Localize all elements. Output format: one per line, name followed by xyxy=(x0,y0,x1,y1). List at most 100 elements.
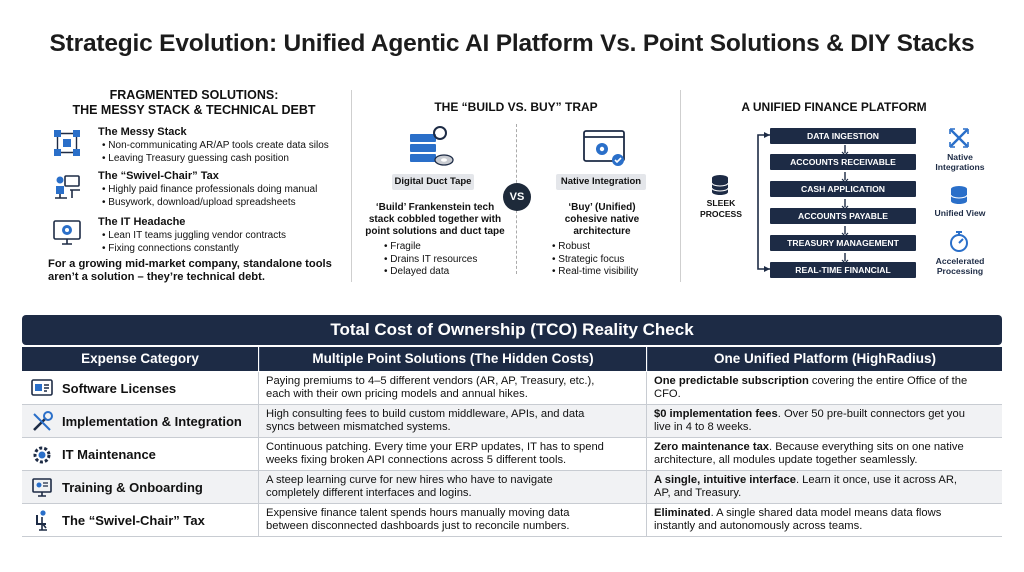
stopwatch-icon xyxy=(950,231,968,252)
unified-heading: A UNIFIED FINANCE PLATFORM xyxy=(741,100,927,114)
buy-desc-line3: architecture xyxy=(573,226,631,237)
bullet: Robust xyxy=(552,241,638,254)
unified-panel: A UNIFIED FINANCE PLATFORM SLEEK PROCESS… xyxy=(684,88,1014,291)
license-icon xyxy=(31,379,53,396)
step-accounts-receivable: ACCOUNTS RECEIVABLE xyxy=(770,154,916,170)
gear-monitor-icon xyxy=(53,220,81,245)
table-row: Software Licenses Paying premiums to 4–5… xyxy=(22,372,1002,405)
feature-line1: Unified View xyxy=(934,208,986,218)
step-data-ingestion: DATA INGESTION xyxy=(770,128,916,144)
buy-desc-line1: ‘Buy’ (Unified) xyxy=(568,202,636,213)
unified-line1: . A single shared data model means data … xyxy=(710,507,942,519)
messy-stack-bullets: Non-communicating AR/AP tools create dat… xyxy=(102,140,352,165)
category-label: Implementation & Integration xyxy=(62,414,242,429)
unified-line1: . Over 50 pre-built connectors get you xyxy=(777,408,965,420)
build-vs-buy-heading: THE “BUILD VS. BUY” TRAP xyxy=(434,100,598,114)
fragmented-panel: FRAGMENTED SOLUTIONS: THE MESSY STACK & … xyxy=(44,88,344,284)
point-line2: between disconnected dashboards just to … xyxy=(266,520,570,532)
fragmented-heading-line1: FRAGMENTED SOLUTIONS: xyxy=(109,88,279,102)
bullet: Highly paid finance professionals doing … xyxy=(102,184,352,197)
buy-bullets: Robust Strategic focus Real-time visibil… xyxy=(552,241,638,279)
buy-tag: Native Integration xyxy=(556,174,646,190)
bullet: Strategic focus xyxy=(552,254,638,267)
bullet: Fixing connections constantly xyxy=(102,243,352,256)
table-row: Implementation & Integration High consul… xyxy=(22,405,1002,438)
unified-cost-text: Eliminated. A single shared data model m… xyxy=(654,507,1000,533)
swivel-chair-icon xyxy=(55,175,80,199)
unified-cost-text: Zero maintenance tax. Because everything… xyxy=(654,441,1000,467)
category-cell: IT Maintenance xyxy=(22,438,258,471)
it-headache-title: The IT Headache xyxy=(98,216,186,228)
unified-cost-cell: Eliminated. A single shared data model m… xyxy=(646,504,1002,537)
flow-arrows xyxy=(757,132,770,272)
unified-line2: CFO. xyxy=(654,388,681,400)
tco-heading: Total Cost of Ownership (TCO) Reality Ch… xyxy=(22,315,1002,345)
point-line1: A steep learning curve for new hires who… xyxy=(266,474,553,486)
unified-line2: AP, and Treasury. xyxy=(654,487,742,499)
bullet: Leaving Treasury guessing cash position xyxy=(102,153,352,166)
col-header-expense: Expense Category xyxy=(22,347,258,371)
unified-cost-cell: One predictable subscription covering th… xyxy=(646,372,1002,405)
sleek-process-label: SLEEK PROCESS xyxy=(696,198,746,220)
point-cost-text: High consulting fees to build custom mid… xyxy=(266,408,646,434)
point-line2: each with their own pricing models and a… xyxy=(266,388,528,400)
unified-bold: $0 implementation fees xyxy=(654,408,778,420)
category-cell: Training & Onboarding xyxy=(22,471,258,504)
unified-cost-text: A single, intuitive interface. Learn it … xyxy=(654,474,1000,500)
bullet: Fragile xyxy=(384,241,477,254)
browser-gear-icon xyxy=(583,130,625,166)
integrations-icon xyxy=(949,128,969,148)
category-label: IT Maintenance xyxy=(62,447,156,462)
feature-line2: Integrations xyxy=(935,162,985,172)
category-label: The “Swivel-Chair” Tax xyxy=(62,513,205,528)
fragmented-footer: For a growing mid-market company, standa… xyxy=(48,258,348,284)
feature-unified-view: Unified View xyxy=(930,208,990,218)
point-cost-cell: High consulting fees to build custom mid… xyxy=(258,405,646,438)
unified-bold: Eliminated xyxy=(654,507,711,519)
build-tag: Digital Duct Tape xyxy=(392,174,474,190)
table-row: Training & Onboarding A steep learning c… xyxy=(22,471,1002,504)
table-row: The “Swivel-Chair” Tax Expensive finance… xyxy=(22,504,1002,537)
category-label: Training & Onboarding xyxy=(62,480,203,495)
point-cost-cell: Continuous patching. Every time your ERP… xyxy=(258,438,646,471)
point-line2: syncs between mismatched systems. xyxy=(266,421,451,433)
unified-cost-cell: A single, intuitive interface. Learn it … xyxy=(646,471,1002,504)
point-cost-text: Paying premiums to 4–5 different vendors… xyxy=(266,375,646,401)
point-cost-cell: A steep learning curve for new hires who… xyxy=(258,471,646,504)
point-line1: Expensive finance talent spends hours ma… xyxy=(266,507,570,519)
bullet: Drains IT resources xyxy=(384,254,477,267)
swivel-chair-title: The “Swivel-Chair” Tax xyxy=(98,170,219,182)
build-vs-buy-panel: THE “BUILD VS. BUY” TRAP Digital Duct Ta… xyxy=(356,88,676,284)
point-line1: Continuous patching. Every time your ERP… xyxy=(266,441,604,453)
unified-bold: A single, intuitive interface xyxy=(654,474,796,486)
build-desc-line2: stack cobbled together with xyxy=(368,214,502,225)
feature-line1: Accelerated xyxy=(935,256,985,266)
tools-icon xyxy=(33,411,53,431)
build-bullets: Fragile Drains IT resources Delayed data xyxy=(384,241,477,279)
bullet: Busywork, download/upload spreadsheets xyxy=(102,197,352,210)
divider xyxy=(351,90,352,282)
point-line1: Paying premiums to 4–5 different vendors… xyxy=(266,375,595,387)
step-accounts-payable: ACCOUNTS PAYABLE xyxy=(770,208,916,224)
bullet: Delayed data xyxy=(384,266,477,279)
table-row: IT Maintenance Continuous patching. Ever… xyxy=(22,438,1002,471)
it-headache-bullets: Lean IT teams juggling vendor contracts … xyxy=(102,230,352,255)
point-cost-text: Expensive finance talent spends hours ma… xyxy=(266,507,646,533)
chair-icon xyxy=(36,510,47,531)
fragmented-heading: FRAGMENTED SOLUTIONS: THE MESSY STACK & … xyxy=(44,88,344,118)
unified-view-icon xyxy=(950,186,968,204)
step-cash-application: CASH APPLICATION xyxy=(770,181,916,197)
feature-native-integrations: Native Integrations xyxy=(930,152,990,172)
category-label: Software Licenses xyxy=(62,381,177,396)
point-line2: weeks fixing broken API connections acro… xyxy=(266,454,567,466)
bullet: Real-time visibility xyxy=(552,266,638,279)
point-cost-text: Continuous patching. Every time your ERP… xyxy=(266,441,646,467)
buy-description: ‘Buy’ (Unified) cohesive native architec… xyxy=(532,202,672,238)
training-icon xyxy=(32,478,52,497)
page-title: Strategic Evolution: Unified Agentic AI … xyxy=(49,30,975,57)
point-cost-text: A steep learning curve for new hires who… xyxy=(266,474,646,500)
col-header-unified: One Unified Platform (HighRadius) xyxy=(647,347,1002,371)
col-header-point: Multiple Point Solutions (The Hidden Cos… xyxy=(259,347,646,371)
messy-stack-title: The Messy Stack xyxy=(98,126,187,138)
unified-line1: . Learn it once, use it across AR, xyxy=(795,474,958,486)
